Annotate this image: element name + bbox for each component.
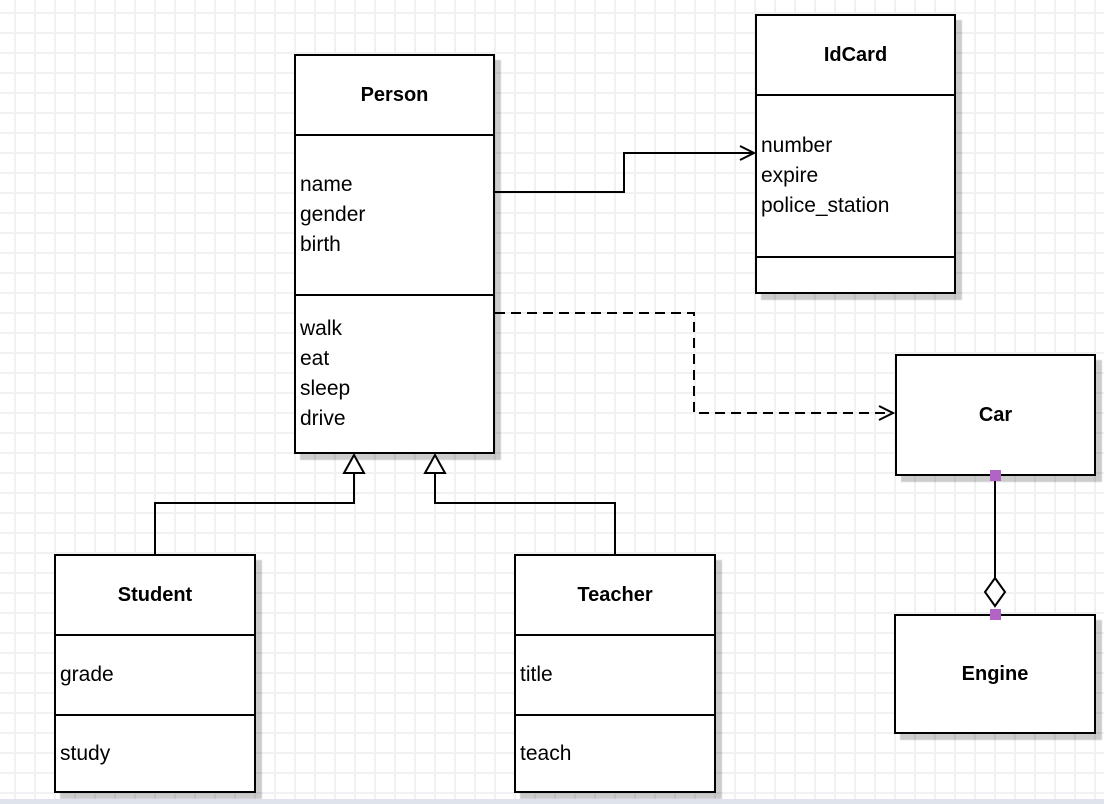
class-person-title: Person (360, 83, 429, 106)
association-person-idcard[interactable] (495, 145, 757, 193)
class-student-methods: study (56, 714, 254, 791)
attribute-row: birth (300, 233, 341, 256)
class-car-title: Car (978, 403, 1013, 426)
class-engine[interactable]: Engine (894, 614, 1096, 734)
method-row: sleep (300, 377, 351, 400)
generalization-line[interactable] (434, 473, 616, 554)
class-engine-title: Engine (961, 662, 1029, 685)
generalization-teacher-person[interactable] (423, 452, 616, 554)
class-teacher-attributes: title (516, 634, 714, 714)
class-person[interactable]: Person name gender birth walk eat sleep … (294, 54, 495, 454)
class-teacher-title: Teacher (577, 583, 653, 606)
class-idcard-methods-empty (757, 256, 954, 292)
aggregation-diamond-icon (983, 576, 1007, 608)
attribute-row: number (761, 134, 833, 157)
class-idcard[interactable]: IdCard number expire police_station (755, 14, 956, 294)
attribute-row: gender (300, 203, 366, 226)
method-row: teach (520, 741, 572, 765)
dependency-person-car[interactable] (495, 312, 896, 421)
class-teacher-methods: teach (516, 714, 714, 791)
generalization-student-person[interactable] (154, 452, 366, 554)
class-student-title: Student (117, 583, 193, 606)
attribute-row: grade (60, 663, 114, 686)
class-student-attributes: grade (56, 634, 254, 714)
class-teacher[interactable]: Teacher title teach (514, 554, 716, 793)
aggregation-car-engine[interactable] (983, 470, 1007, 620)
method-row: walk (300, 317, 343, 340)
dependency-line[interactable] (495, 312, 890, 414)
class-idcard-title: IdCard (823, 43, 888, 66)
association-line[interactable] (495, 152, 752, 193)
open-arrowhead-icon (739, 145, 757, 161)
method-row: eat (300, 347, 330, 370)
endpoint-marker[interactable] (990, 609, 1001, 620)
class-person-attributes: name gender birth (296, 134, 493, 294)
attribute-row: name (300, 173, 353, 196)
canvas-bottom-edge (0, 799, 1104, 804)
endpoint-marker[interactable] (990, 470, 1001, 481)
method-row: drive (300, 407, 346, 430)
class-student[interactable]: Student grade study (54, 554, 256, 793)
generalization-triangle-icon (342, 452, 366, 474)
class-person-methods: walk eat sleep drive (296, 294, 493, 452)
attribute-row: title (520, 663, 553, 686)
open-arrowhead-icon (878, 405, 896, 421)
class-idcard-attributes: number expire police_station (757, 94, 954, 256)
generalization-triangle-icon (423, 452, 447, 474)
method-row: study (60, 741, 111, 765)
attribute-row: expire (761, 164, 819, 187)
attribute-row: police_station (761, 194, 890, 217)
generalization-line[interactable] (154, 473, 355, 554)
